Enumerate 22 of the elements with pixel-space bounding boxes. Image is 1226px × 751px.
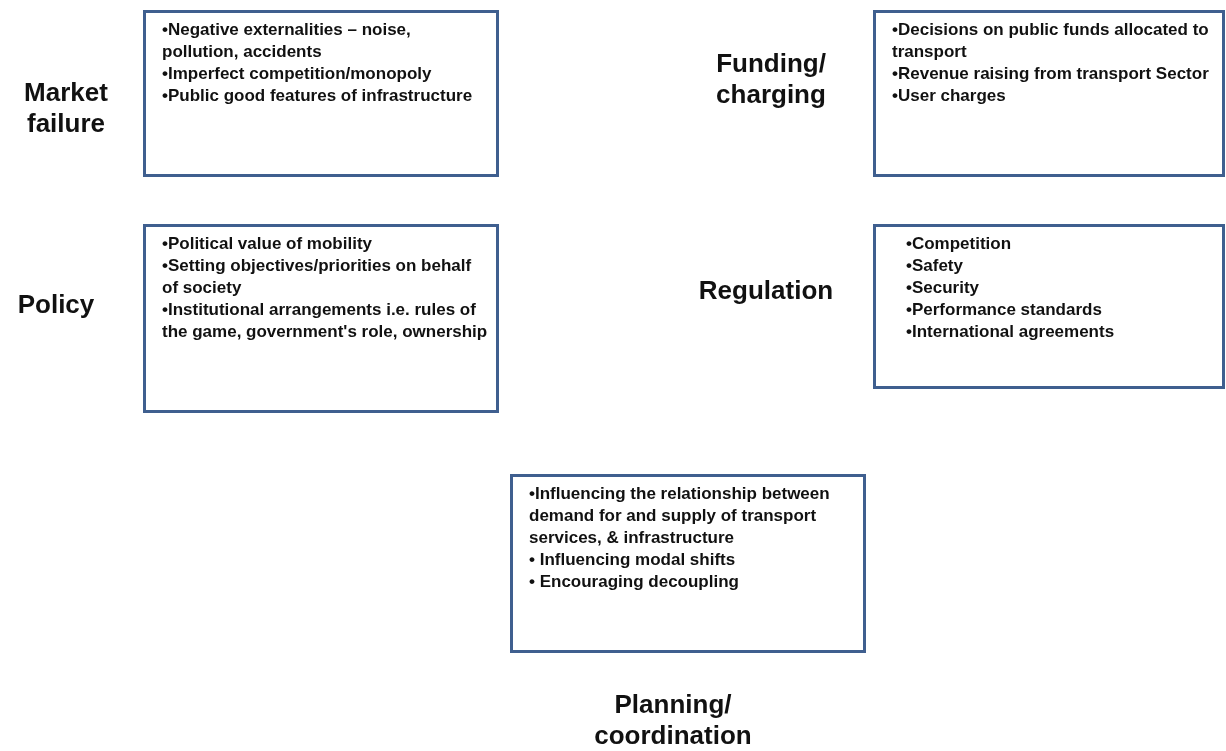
category-heading: Market failure [23, 77, 109, 139]
category-heading: Funding/ charging [715, 48, 827, 110]
bullet-item: •Security [906, 277, 981, 299]
bullet-item: • Influencing modal shifts [529, 549, 737, 571]
bullet-item: •Public good features of infrastructure [162, 85, 474, 107]
bullet-item: •Institutional arrangements i.e. rules of the game, government's role, ownership [162, 299, 488, 343]
category-heading: Planning/ coordination [593, 689, 753, 751]
category-heading: Regulation [697, 275, 835, 306]
bullet-item: •Setting objectives/priorities on behalf of society [162, 255, 473, 299]
bullet-item: •User charges [892, 85, 1007, 107]
bullet-item: •Performance standards [906, 299, 1103, 321]
bullet-item: •Safety [906, 255, 964, 277]
bullet-item: •Political value of mobility [162, 233, 373, 255]
category-heading: Policy [16, 289, 96, 320]
bullet-item: •Negative externalities – noise, pollution, accidents [162, 19, 412, 63]
bullet-item: •Imperfect competition/monopoly [162, 63, 433, 85]
bullet-item: •Decisions on public funds allocated to transport [892, 19, 1210, 63]
bullet-item: •Competition [906, 233, 1013, 255]
bullet-item: •Influencing the relationship between demand for and supply of transport services, & infrastructure [529, 483, 831, 549]
bullet-item: •International agreements [906, 321, 1116, 343]
bullet-item: •Revenue raising from transport Sector [892, 63, 1210, 85]
bullet-item: • Encouraging decoupling [529, 571, 740, 593]
